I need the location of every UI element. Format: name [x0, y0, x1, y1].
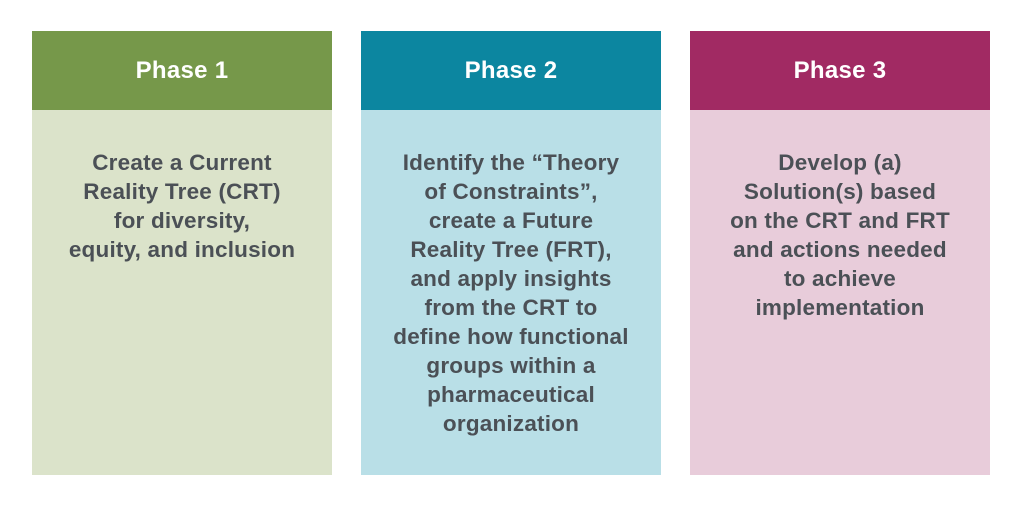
phase-1-header: Phase 1: [32, 31, 332, 110]
phase-1-card: Phase 1 Create a Current Reality Tree (C…: [32, 31, 332, 475]
phase-2-title: Phase 2: [464, 56, 558, 84]
phase-2-description: Identify the “Theory of Constraints”, cr…: [361, 110, 661, 475]
phase-3-header: Phase 3: [690, 31, 990, 110]
phase-2-header: Phase 2: [361, 31, 661, 110]
phase-2-card: Phase 2 Identify the “Theory of Constrai…: [361, 31, 661, 475]
phase-1-title: Phase 1: [135, 56, 229, 84]
phase-3-description: Develop (a) Solution(s) based on the CRT…: [690, 110, 990, 475]
phase-3-title: Phase 3: [793, 56, 887, 84]
phases-row: Phase 1 Create a Current Reality Tree (C…: [32, 31, 990, 475]
phase-3-card: Phase 3 Develop (a) Solution(s) based on…: [690, 31, 990, 475]
phase-1-description: Create a Current Reality Tree (CRT) for …: [32, 110, 332, 475]
